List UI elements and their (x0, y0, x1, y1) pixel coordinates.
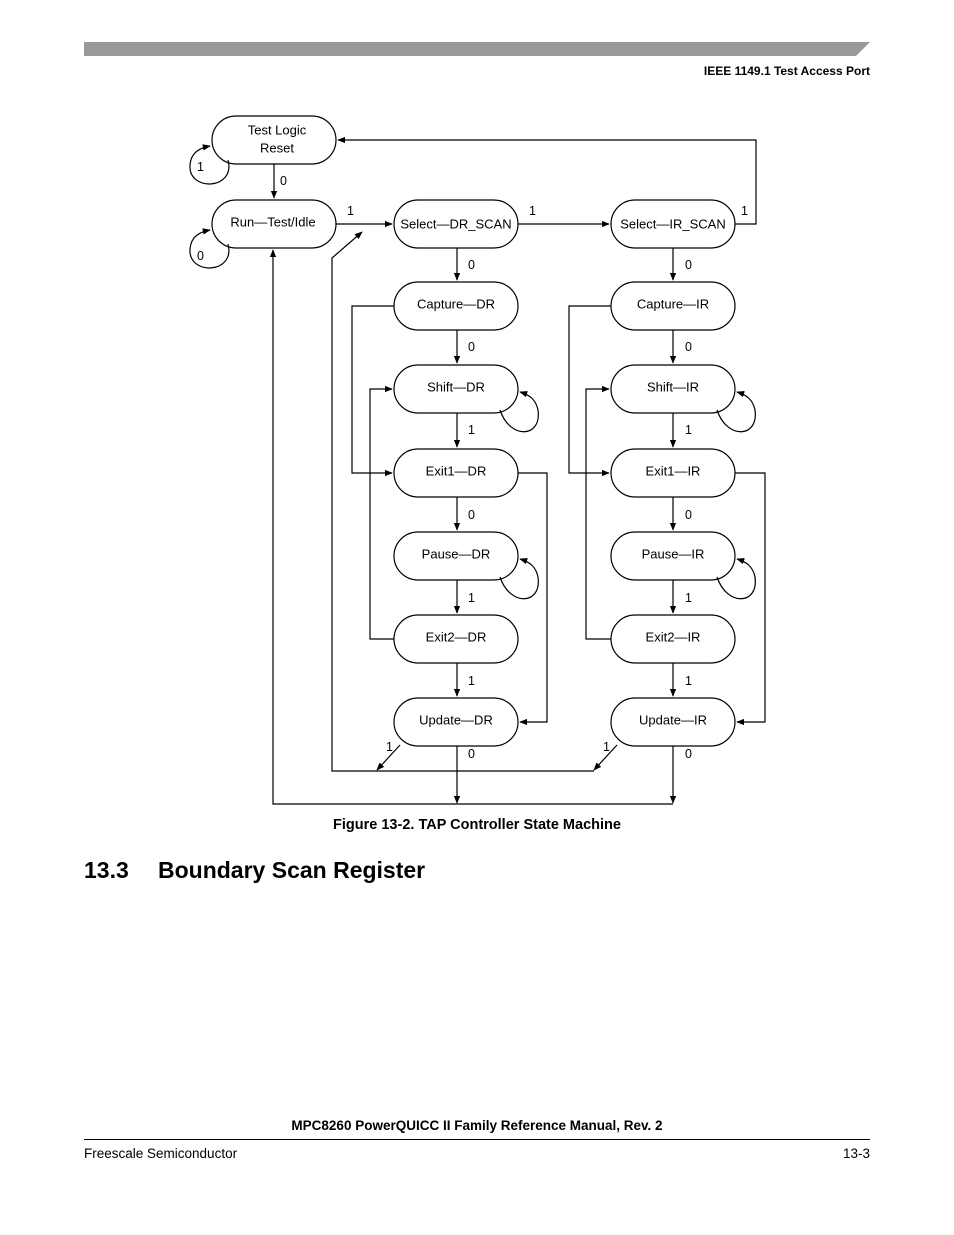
footer-manual-title: MPC8260 PowerQUICC II Family Reference M… (291, 1118, 663, 1133)
figure-caption: Figure 13-2. TAP Controller State Machin… (333, 817, 621, 833)
edge-label: 0 (685, 747, 692, 761)
state-label-sir: Select—IR_SCAN (620, 216, 725, 231)
state-label-sdr: Select—DR_SCAN (400, 216, 511, 231)
edge-e1ir-uir (735, 472, 766, 726)
edge-label: 1 (468, 591, 475, 605)
state-label-cir: Capture—IR (637, 296, 709, 311)
edge-label: 1 (529, 204, 536, 218)
edge-label: 1 (685, 674, 692, 688)
state-label-shdr: Shift—DR (427, 379, 485, 394)
edge-label: 1 (468, 674, 475, 688)
state-pause-dr (393, 531, 519, 581)
edge-label: 1 (603, 740, 610, 754)
edge-label: 1 (347, 204, 354, 218)
edge-cdr-e1dr (351, 305, 394, 477)
state-label-tlr-line1: Test Logic (248, 122, 307, 137)
state-label-shir: Shift—IR (647, 379, 699, 394)
edge-label: 1 (468, 423, 475, 437)
edge-label: 0 (280, 174, 287, 188)
edge-e2dr-shdr (369, 385, 394, 640)
edge-e1dr-udr (518, 472, 548, 726)
state-label-cdr: Capture—DR (417, 296, 495, 311)
edge-label: 0 (468, 508, 475, 522)
edge-label: 0 (685, 258, 692, 272)
state-label-e2ir: Exit2—IR (646, 629, 701, 644)
edge-e2ir-shir (585, 385, 611, 640)
edge-label: 1 (197, 160, 204, 174)
edge-label: 0 (685, 340, 692, 354)
header-bar-shape (84, 42, 870, 56)
edge-sir-tlr (337, 136, 757, 225)
edge-return-to-rti (269, 249, 673, 805)
state-label-e1dr: Exit1—DR (426, 463, 487, 478)
edge-label: 0 (468, 340, 475, 354)
state-label-pir: Pause—IR (642, 546, 705, 561)
edge-label: 0 (468, 258, 475, 272)
running-head: IEEE 1149.1 Test Access Port (703, 64, 870, 78)
tap-state-diagram: Test Logic Reset Run—Test/Idle Select—DR… (189, 115, 766, 805)
edge-label: 0 (468, 747, 475, 761)
edge-rti-self (189, 228, 230, 269)
state-shift-dr (393, 364, 519, 414)
state-label-uir: Update—IR (639, 712, 707, 727)
section-heading: 13.3 Boundary Scan Register (84, 857, 425, 884)
edge-shdr-self (499, 391, 539, 433)
state-label-udr: Update—DR (419, 712, 493, 727)
footer-rule (84, 1139, 870, 1140)
state-label-rti: Run—Test/Idle (230, 214, 315, 229)
footer-page-number: 13-3 (842, 1146, 870, 1161)
header-bar (84, 42, 870, 56)
edge-uir-1 (593, 744, 618, 771)
edge-label: 0 (197, 249, 204, 263)
edge-return-to-select-dr (331, 231, 594, 772)
edge-label: 1 (685, 423, 692, 437)
edge-label: 1 (386, 740, 393, 754)
section-number: 13.3 (84, 857, 129, 883)
state-label-tlr-line2: Reset (260, 140, 294, 155)
state-label-e2dr: Exit2—DR (426, 629, 487, 644)
edge-pdr-self (499, 558, 539, 600)
state-label-e1ir: Exit1—IR (646, 463, 701, 478)
edge-shir-self (716, 391, 756, 433)
edge-cir-e1ir (568, 305, 611, 477)
edge-tlr-self (189, 144, 230, 185)
edge-label: 1 (741, 204, 748, 218)
edge-label: 0 (685, 508, 692, 522)
state-update-dr (393, 697, 519, 747)
footer-company: Freescale Semiconductor (84, 1146, 238, 1161)
edge-pir-self (716, 558, 756, 600)
state-label-pdr: Pause—DR (422, 546, 491, 561)
section-title: Boundary Scan Register (158, 857, 426, 883)
edge-label: 1 (685, 591, 692, 605)
edge-udr-1 (376, 744, 401, 771)
